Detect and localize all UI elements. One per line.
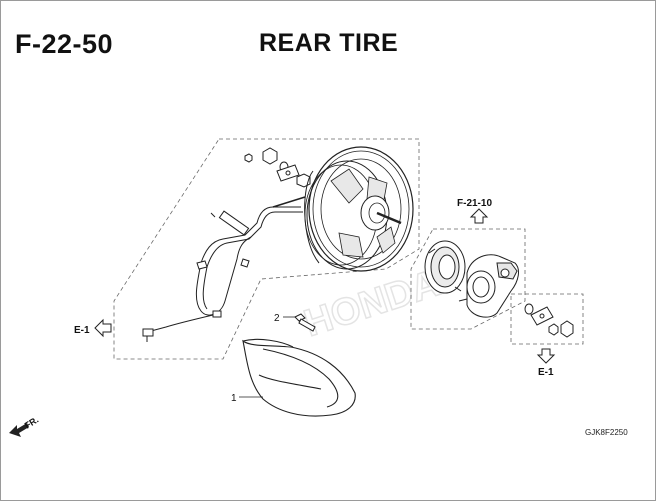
front-arrow-icon (9, 423, 29, 437)
leader-lines (239, 316, 295, 398)
brake-dashed-outline (410, 228, 526, 330)
front-label: FR. (23, 415, 41, 431)
callout-1: 1 (231, 393, 237, 404)
drawing-code: GJK8F2250 (585, 428, 628, 437)
ref-e1-bottom[interactable]: E-1 (538, 367, 554, 378)
arrow-up-icon (469, 208, 489, 224)
adjuster-hardware (524, 303, 574, 338)
rear-wheel (272, 146, 414, 272)
tire-part-1 (242, 338, 356, 417)
diagram-title: REAR TIRE (259, 29, 399, 57)
arrow-left-icon (94, 318, 112, 338)
ref-e1-left[interactable]: E-1 (74, 325, 90, 336)
hardware-dashed-outline (510, 293, 584, 345)
brake-panel (458, 254, 519, 318)
callout-2: 2 (274, 313, 280, 324)
arrow-down-icon (536, 348, 556, 364)
brake-cable (142, 206, 303, 342)
honda-watermark: HONDA (299, 262, 444, 345)
diagram-code: F-22-50 (15, 29, 114, 59)
brake-shoes (424, 240, 466, 294)
assembly-dashed-outline (113, 138, 420, 360)
bolt-part-2 (294, 313, 316, 332)
ref-f21-10[interactable]: F-21-10 (457, 198, 492, 209)
axle-nut-group (244, 147, 311, 188)
front-direction-indicator: FR. (9, 415, 40, 437)
